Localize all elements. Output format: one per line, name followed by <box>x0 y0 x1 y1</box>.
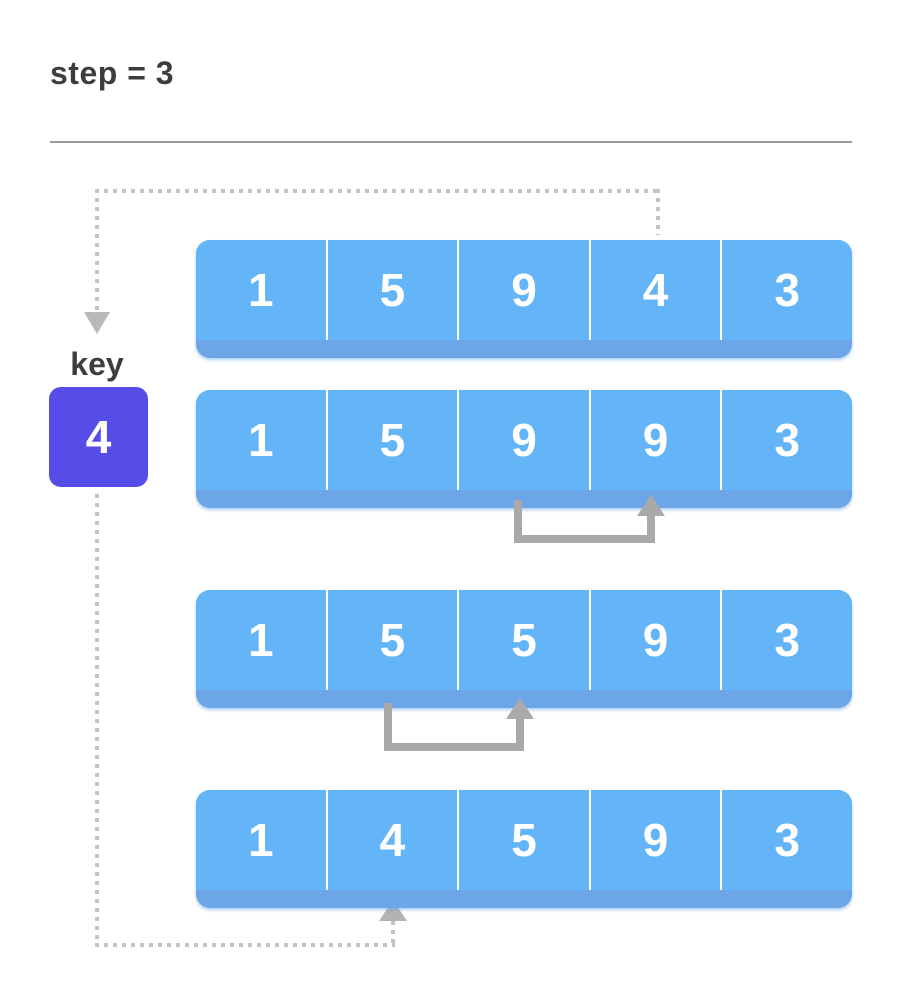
step-title: step = 3 <box>50 55 175 91</box>
array-cell: 9 <box>457 240 589 340</box>
array-cell: 4 <box>588 240 721 340</box>
array-cell: 9 <box>457 390 589 490</box>
key-pick-path-vertical-right <box>656 189 660 235</box>
array-cell: 9 <box>588 790 721 890</box>
shift-arrow-2-left <box>384 703 392 751</box>
key-value: 4 <box>85 411 112 463</box>
arrow-up-icon <box>637 495 665 516</box>
array-cell: 5 <box>325 590 458 690</box>
array-cell: 1 <box>248 414 274 466</box>
key-insert-path-vertical-left <box>95 494 99 947</box>
array-row-4-cells: 1 4 5 9 3 <box>196 790 852 890</box>
array-row-3-cells: 1 5 5 9 3 <box>196 590 852 690</box>
shift-arrow-1-right <box>647 515 655 539</box>
key-pick-path-vertical-left <box>95 189 99 311</box>
shift-arrow-1-bottom <box>514 535 655 543</box>
divider-rule <box>50 141 852 143</box>
array-row-3: 1 5 5 9 3 <box>196 590 852 708</box>
shift-arrow-2-bottom <box>384 743 524 751</box>
array-cell: 5 <box>325 390 458 490</box>
array-cell: 9 <box>588 390 721 490</box>
array-row-2: 1 5 9 9 3 <box>196 390 852 508</box>
array-cell: 5 <box>325 240 458 340</box>
shift-arrow-1-left <box>514 500 522 543</box>
array-cell: 1 <box>248 264 274 316</box>
array-cell: 4 <box>325 790 458 890</box>
arrow-down-icon <box>84 312 110 334</box>
array-cell: 1 <box>248 614 274 666</box>
array-cell: 1 <box>248 814 274 866</box>
key-label: key <box>70 346 124 382</box>
key-insert-path-vertical-right <box>391 921 395 943</box>
array-cell: 5 <box>457 590 589 690</box>
array-row-2-cells: 1 5 9 9 3 <box>196 390 852 490</box>
array-cell: 3 <box>720 790 852 890</box>
array-row-1: 1 5 9 4 3 <box>196 240 852 358</box>
array-cell: 3 <box>720 590 852 690</box>
array-row-4: 1 4 5 9 3 <box>196 790 852 908</box>
arrow-up-icon <box>506 698 534 719</box>
array-row-1-cells: 1 5 9 4 3 <box>196 240 852 340</box>
array-cell: 3 <box>720 240 852 340</box>
key-insert-path-horizontal <box>95 943 395 947</box>
key-pick-path-horizontal <box>95 189 660 193</box>
shift-arrow-2-right <box>516 718 524 743</box>
array-cell: 9 <box>588 590 721 690</box>
array-cell: 3 <box>720 390 852 490</box>
key-box: 4 <box>49 387 148 487</box>
array-cell: 5 <box>457 790 589 890</box>
